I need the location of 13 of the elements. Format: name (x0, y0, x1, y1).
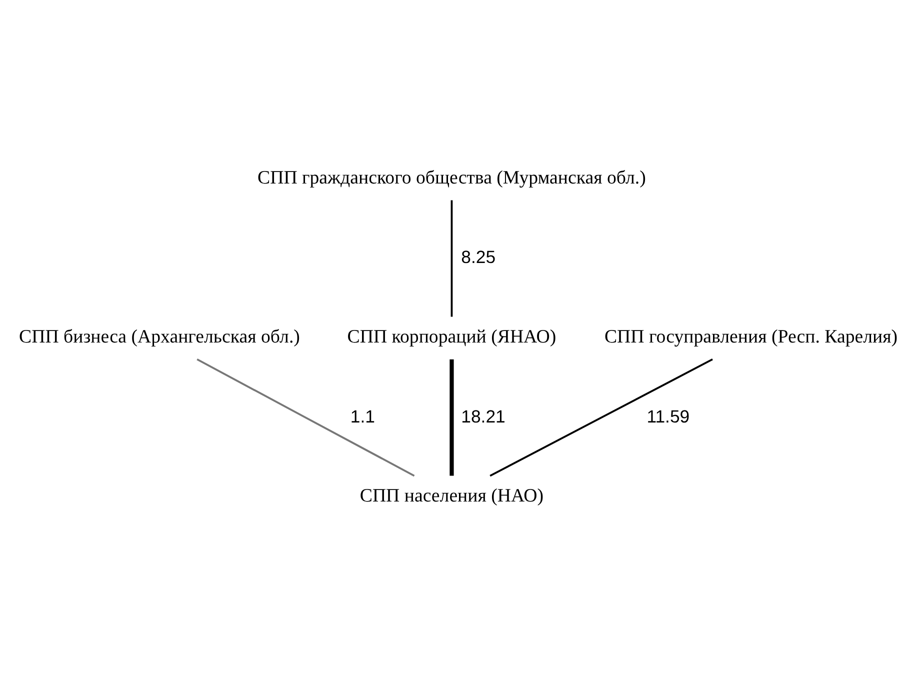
edge-label: 11.59 (646, 406, 690, 426)
edge-label: 8.25 (461, 247, 496, 268)
node-text: СПП гражданского общества (Мурманская обл.) (258, 167, 646, 188)
node-text: СПП корпораций (ЯНАО) (347, 326, 556, 348)
connector (490, 358, 713, 477)
edge-label: 18.21 (461, 406, 506, 426)
node-text: СПП госуправления (Респ. Карелия) (604, 326, 898, 348)
edge-label: 1.1 (350, 406, 375, 426)
connector (450, 359, 454, 476)
node-text: СПП бизнеса (Архангельская обл.) (19, 326, 300, 348)
connector (196, 358, 415, 477)
connector (450, 200, 453, 317)
node-text: СПП населения (НАО) (360, 486, 544, 507)
